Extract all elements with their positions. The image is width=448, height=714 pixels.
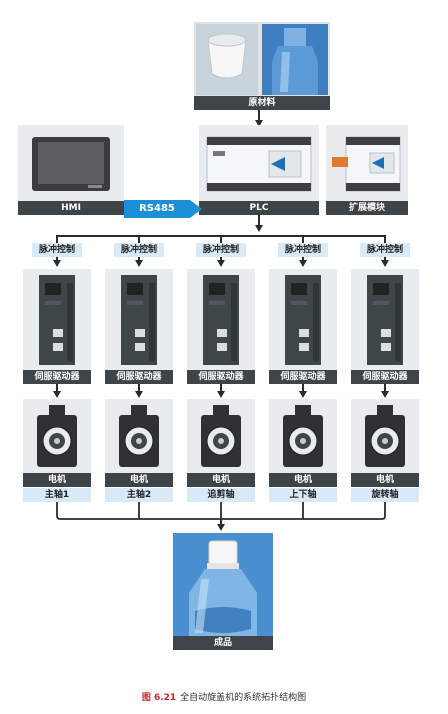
arrow (135, 391, 143, 398)
hmi-screen-icon (32, 137, 110, 191)
motor-label: 电机 (269, 473, 337, 487)
motor-image (269, 399, 337, 474)
connector (258, 110, 260, 121)
hmi-label: HMI (18, 201, 124, 215)
expansion-image (326, 125, 408, 201)
servo-drive-icon (203, 275, 239, 365)
axis-label-vertical: 上下轴 (269, 488, 337, 502)
pulse-control-label: 脉冲控制 (114, 243, 164, 257)
motor-label: 电机 (105, 473, 173, 487)
servo-motor-icon (201, 405, 241, 467)
servo-drive-label: 伺服驱动器 (351, 370, 419, 384)
connector (258, 215, 260, 227)
connector (220, 519, 222, 525)
raw-material-photo-icon (196, 24, 328, 95)
rs485-arrow-icon (124, 200, 202, 218)
servo-drive-icon (285, 275, 321, 365)
finished-product-bottle-icon (173, 533, 273, 637)
connector (384, 384, 386, 392)
motor-image (187, 399, 255, 474)
connector (138, 384, 140, 392)
servo-drive-image (23, 269, 91, 371)
merge-bracket (56, 502, 386, 522)
plc-label: PLC (199, 201, 319, 215)
servo-drive-icon (39, 275, 75, 365)
figure-title: 全自动旋盖机的系统拓扑结构图 (180, 693, 307, 703)
axis-label-flying-shear: 追剪轴 (187, 488, 255, 502)
servo-drive-icon (367, 275, 403, 365)
servo-drive-icon (121, 275, 157, 365)
pulse-control-label: 脉冲控制 (32, 243, 82, 257)
servo-drive-image (187, 269, 255, 371)
servo-motor-icon (37, 405, 77, 467)
motor-label: 电机 (187, 473, 255, 487)
servo-motor-icon (283, 405, 323, 467)
arrow (53, 391, 61, 398)
servo-drive-label: 伺服驱动器 (105, 370, 173, 384)
raw-material-image (194, 22, 330, 97)
servo-drive-label: 伺服驱动器 (269, 370, 337, 384)
arrow (135, 260, 143, 267)
motor-image (105, 399, 173, 474)
expansion-label: 扩展模块 (326, 201, 408, 215)
arrow (299, 260, 307, 267)
arrow (255, 225, 263, 232)
axis-label-rotation: 旋转轴 (351, 488, 419, 502)
product-label: 成品 (173, 636, 273, 650)
connector (220, 384, 222, 392)
arrow (255, 120, 263, 127)
arrow (217, 260, 225, 267)
servo-motor-icon (119, 405, 159, 467)
arrow (217, 391, 225, 398)
figure-number: 图 6.21 (141, 693, 177, 703)
pulse-control-label: 脉冲控制 (360, 243, 410, 257)
motor-image (23, 399, 91, 474)
connector (56, 384, 58, 392)
rs485-label: RS485 (139, 203, 175, 214)
servo-drive-image (269, 269, 337, 371)
hmi-image (18, 125, 124, 201)
plc-image (199, 125, 319, 201)
motor-label: 电机 (23, 473, 91, 487)
product-image (173, 533, 273, 637)
servo-drive-label: 伺服驱动器 (187, 370, 255, 384)
expansion-module-icon (332, 136, 401, 192)
arrow (381, 260, 389, 267)
pulse-control-label: 脉冲控制 (278, 243, 328, 257)
arrow (53, 260, 61, 267)
servo-drive-label: 伺服驱动器 (23, 370, 91, 384)
pulse-control-label: 脉冲控制 (196, 243, 246, 257)
arrow (217, 524, 225, 531)
motor-label: 电机 (351, 473, 419, 487)
arrow (381, 391, 389, 398)
connector (302, 384, 304, 392)
servo-drive-image (351, 269, 419, 371)
arrow (299, 391, 307, 398)
axis-label-spindle-2: 主轴2 (105, 488, 173, 502)
axis-label-spindle-1: 主轴1 (23, 488, 91, 502)
plc-device-icon (206, 136, 312, 192)
servo-motor-icon (365, 405, 405, 467)
motor-image (351, 399, 419, 474)
raw-material-label: 原材料 (194, 96, 330, 110)
servo-drive-image (105, 269, 173, 371)
